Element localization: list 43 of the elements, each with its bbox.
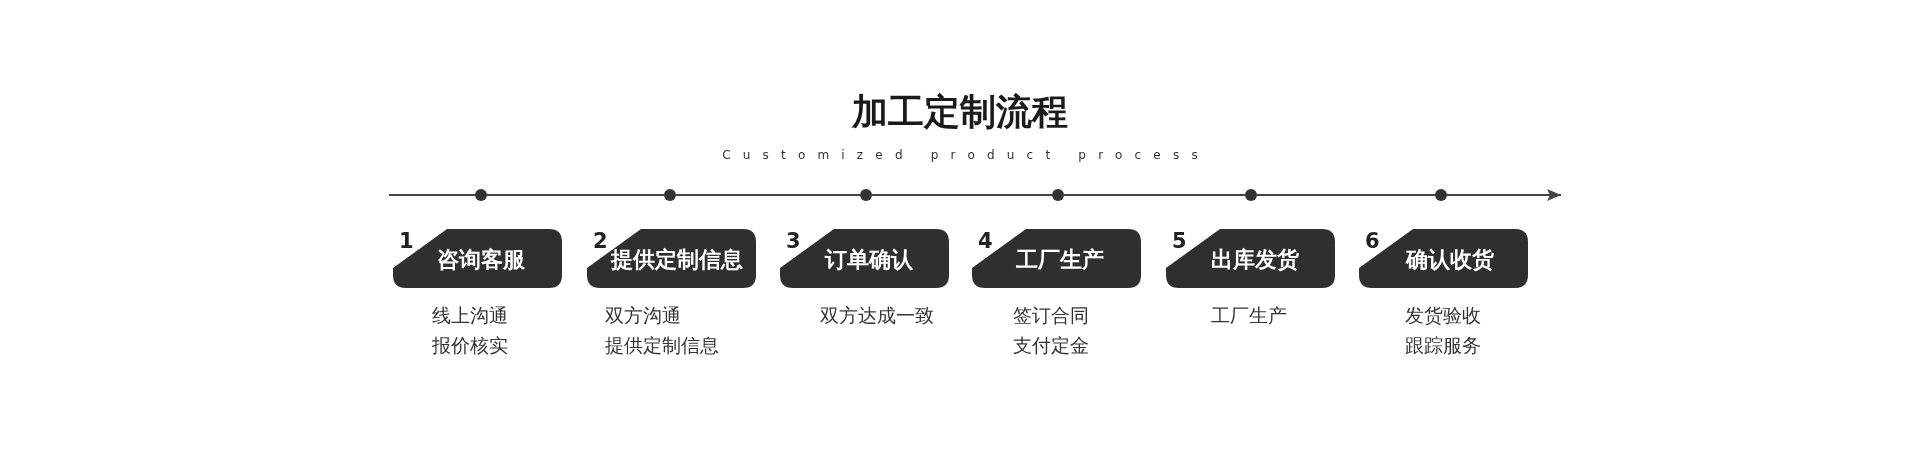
step-number: 1 bbox=[399, 230, 414, 252]
step-description: 发货验收 bbox=[1405, 303, 1481, 327]
step-title: 订单确认 bbox=[825, 248, 913, 272]
timeline-line bbox=[871, 194, 1053, 196]
step-description: 双方达成一致 bbox=[820, 303, 934, 327]
step-title: 工厂生产 bbox=[1016, 248, 1104, 272]
subtitle: Customized product process bbox=[722, 148, 1210, 162]
step-box bbox=[587, 229, 756, 288]
step-number: 4 bbox=[978, 230, 993, 252]
timeline-dot bbox=[860, 189, 872, 201]
timeline-dot bbox=[1245, 189, 1257, 201]
step-description: 跟踪服务 bbox=[1405, 333, 1481, 357]
step-title: 确认收货 bbox=[1406, 248, 1494, 272]
step-description: 工厂生产 bbox=[1211, 303, 1287, 327]
timeline-dot bbox=[1435, 189, 1447, 201]
step-title: 提供定制信息 bbox=[611, 248, 743, 272]
step-number: 5 bbox=[1172, 230, 1187, 252]
step-description: 双方沟通 bbox=[605, 303, 681, 327]
step-number: 3 bbox=[786, 230, 801, 252]
step-box bbox=[972, 229, 1141, 288]
step-number: 2 bbox=[593, 230, 608, 252]
timeline-dot bbox=[1052, 189, 1064, 201]
step-title: 咨询客服 bbox=[437, 248, 525, 272]
step-description: 支付定金 bbox=[1013, 333, 1089, 357]
step-description: 报价核实 bbox=[432, 333, 508, 357]
timeline-line bbox=[675, 194, 861, 196]
timeline-line bbox=[388, 194, 476, 196]
step-box bbox=[393, 229, 562, 288]
timeline-line bbox=[1063, 194, 1246, 196]
timeline-arrow bbox=[1446, 189, 1562, 201]
timeline-dot bbox=[475, 189, 487, 201]
step-description: 提供定制信息 bbox=[605, 333, 719, 357]
step-description: 线上沟通 bbox=[432, 303, 508, 327]
timeline-line bbox=[1256, 194, 1436, 196]
title: 加工定制流程 bbox=[852, 91, 1068, 132]
step-title: 出库发货 bbox=[1211, 248, 1299, 272]
timeline-line bbox=[486, 194, 665, 196]
step-box bbox=[1359, 229, 1528, 288]
timeline-dot bbox=[664, 189, 676, 201]
step-box bbox=[780, 229, 949, 288]
step-box bbox=[1166, 229, 1335, 288]
step-number: 6 bbox=[1365, 230, 1380, 252]
step-description: 签订合同 bbox=[1013, 303, 1089, 327]
